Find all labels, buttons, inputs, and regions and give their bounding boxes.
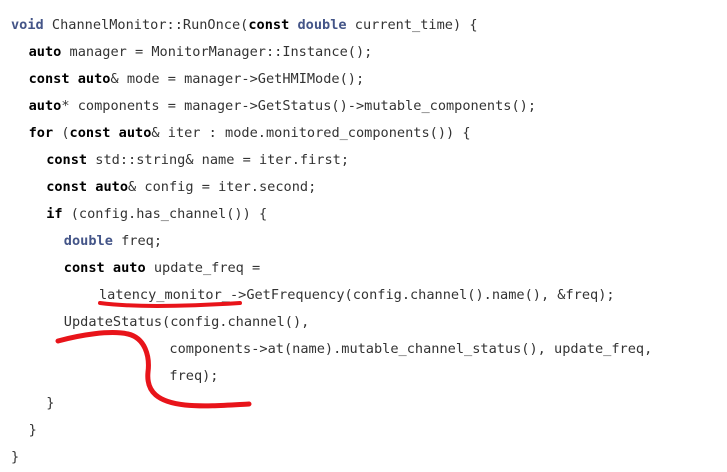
keyword-token: const <box>46 179 88 195</box>
code-line: const auto update_freq = <box>64 258 260 278</box>
keyword-token: auto <box>28 44 62 60</box>
code-line: double freq; <box>64 231 162 251</box>
keyword-token: if <box>46 206 63 222</box>
code-token: freq; <box>112 233 163 249</box>
keyword-token: const <box>248 17 290 33</box>
type-token: double <box>63 233 113 249</box>
type-token: double <box>297 17 347 33</box>
code-line: const auto& mode = manager->GetHMIMode()… <box>29 69 365 89</box>
code-line: for (const auto& iter : mode.monitored_c… <box>29 123 471 143</box>
code-token: } <box>46 395 55 411</box>
code-line: } <box>11 447 19 467</box>
code-token: ChannelMonitor::RunOnce( <box>43 17 249 33</box>
keyword-token: const <box>63 260 105 276</box>
keyword-token: auto <box>77 71 111 87</box>
keyword-token: for <box>28 125 54 141</box>
keyword-token: auto <box>118 125 152 141</box>
code-line: auto manager = MonitorManager::Instance(… <box>29 42 373 62</box>
code-line: const auto& config = iter.second; <box>46 177 316 197</box>
code-token: } <box>11 449 20 465</box>
keyword-token: const <box>46 152 88 168</box>
code-token: manager = MonitorManager::Instance(); <box>61 44 373 60</box>
type-token: void <box>11 17 44 33</box>
keyword-token: auto <box>112 260 146 276</box>
code-token: freq); <box>169 368 219 384</box>
code-line: const std::string& name = iter.first; <box>46 150 349 170</box>
code-line: UpdateStatus(config.channel(), <box>64 312 310 332</box>
code-line: latency_monitor_->GetFrequency(config.ch… <box>99 285 615 305</box>
keyword-token: const <box>28 71 70 87</box>
code-token: * components = manager->GetStatus()->mut… <box>61 98 537 114</box>
code-token: ( <box>53 125 70 141</box>
keyword-token: auto <box>95 179 129 195</box>
code-line: if (config.has_channel()) { <box>46 204 267 224</box>
code-token: current_time) { <box>346 17 478 33</box>
code-token: latency_monitor_->GetFrequency(config.ch… <box>99 287 615 303</box>
code-token: & config = iter.second; <box>128 179 317 195</box>
code-token: (config.has_channel()) { <box>62 206 268 222</box>
code-token: std::string& name = iter.first; <box>87 152 350 168</box>
code-token: & iter : mode.monitored_components()) { <box>151 125 471 141</box>
code-line: void ChannelMonitor::RunOnce(const doubl… <box>11 15 478 35</box>
code-token <box>105 260 113 276</box>
code-line: components->at(name).mutable_channel_sta… <box>169 339 652 359</box>
keyword-token: const <box>69 125 111 141</box>
keyword-token: auto <box>28 98 62 114</box>
code-token: & mode = manager->GetHMIMode(); <box>110 71 365 87</box>
code-token: update_freq = <box>145 260 261 276</box>
code-token: UpdateStatus(config.channel(), <box>63 314 310 330</box>
code-token <box>110 125 118 141</box>
code-line: freq); <box>169 366 218 386</box>
code-token: } <box>28 422 37 438</box>
code-line: } <box>46 393 54 413</box>
code-token: components->at(name).mutable_channel_sta… <box>169 341 653 357</box>
code-line: } <box>29 420 37 440</box>
code-token <box>70 71 78 87</box>
code-line: auto* components = manager->GetStatus()-… <box>29 96 536 116</box>
